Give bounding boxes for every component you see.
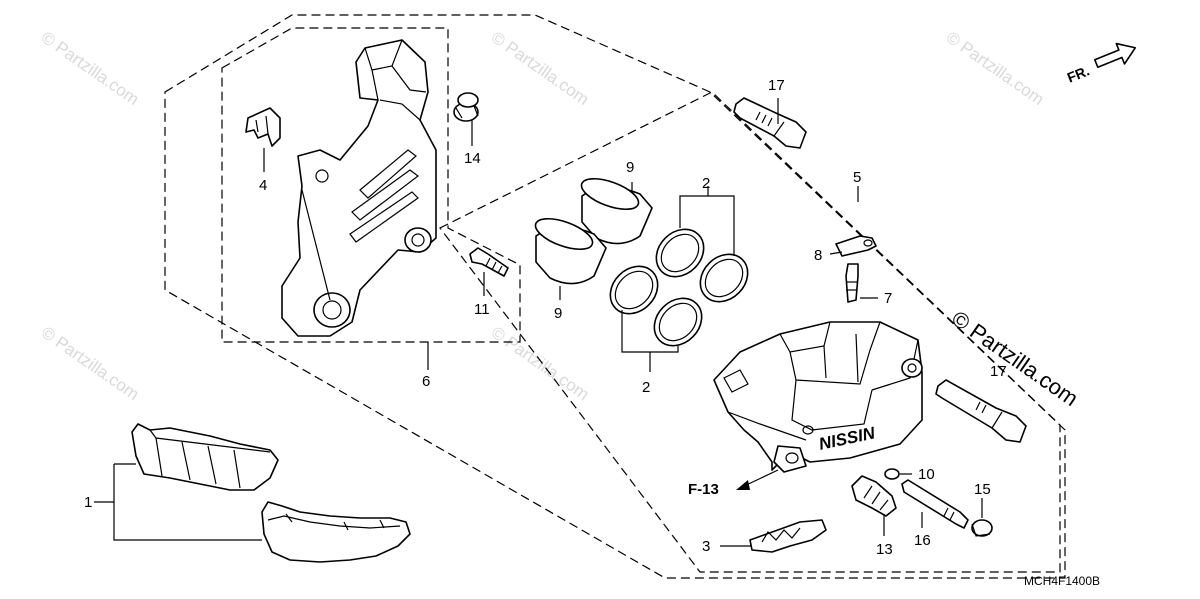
watermark: © Partzilla.com [38, 28, 143, 109]
drawing-code: MCH4F1400B [1024, 574, 1100, 588]
bracket-group-boundary [221, 27, 521, 343]
callout-3: 3 [702, 538, 710, 555]
plug [971, 519, 993, 537]
callout-11: 11 [474, 301, 490, 318]
callout-6: 6 [422, 373, 430, 390]
watermark: © Partzilla.com [38, 323, 143, 404]
pin-bolt [469, 247, 509, 277]
piston-seal [699, 253, 749, 303]
callout-2: 2 [642, 379, 650, 396]
pad-pin [901, 479, 969, 529]
callout-2: 2 [702, 175, 710, 192]
callout-5: 5 [853, 169, 861, 186]
assembly-boundary [164, 14, 1066, 579]
caliper-body: NISSIN [713, 321, 923, 473]
slide-pin-lower [935, 379, 1027, 443]
callout-15: 15 [974, 481, 991, 498]
piston-upper [580, 177, 653, 245]
callout-17: 17 [990, 363, 1007, 380]
callout-13: 13 [876, 541, 893, 558]
slide-pin-upper [733, 97, 807, 149]
callout-14: 14 [464, 150, 481, 167]
brake-pad-upper [131, 423, 279, 491]
callout-8: 8 [814, 247, 822, 264]
leader-lines [94, 98, 983, 547]
callout-10: 10 [918, 466, 935, 483]
piston-seal [653, 297, 703, 347]
callout-4: 4 [259, 177, 267, 194]
caliper-bracket [281, 39, 437, 337]
pad-spring [749, 519, 827, 553]
piston-seal [609, 265, 659, 315]
pad-retainer-clip [245, 107, 281, 147]
watermark: © Partzilla.com [943, 28, 1048, 109]
callout-17: 17 [768, 77, 785, 94]
direction-indicator: FR. [1065, 42, 1137, 86]
bleeder-screw [845, 263, 859, 303]
direction-label: FR. [1065, 62, 1092, 85]
callout-7: 7 [884, 290, 892, 307]
callout-1: 1 [84, 494, 92, 511]
callout-9: 9 [626, 159, 634, 176]
piston-seals [609, 228, 749, 347]
callout-9: 9 [554, 305, 562, 322]
callout-16: 16 [914, 532, 931, 549]
pad-pin-bolt [851, 475, 897, 517]
caliper-group-boundary [439, 91, 1061, 573]
watermark: © Partzilla.com [488, 28, 593, 109]
reference-label: F-13 [688, 481, 719, 498]
boot-cap [453, 92, 479, 122]
piston-lower [534, 217, 607, 285]
bleeder-cap [835, 235, 877, 257]
watermark: © Partzilla.com [488, 323, 593, 404]
forward-arrow-icon [1093, 42, 1137, 69]
washer [884, 468, 900, 480]
piston-seal [655, 228, 705, 278]
callout-numbers: 1 2 2 3 4 5 6 7 8 9 9 10 11 13 14 15 16 … [84, 77, 1007, 558]
brake-pad-lower [261, 501, 411, 563]
